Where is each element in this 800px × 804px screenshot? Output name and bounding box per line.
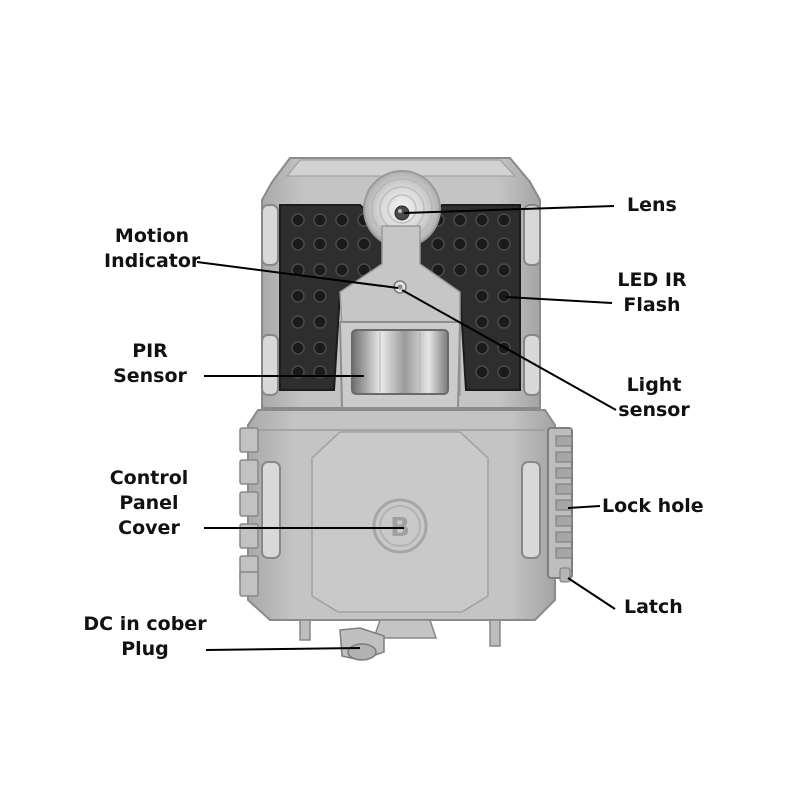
leader-lines	[196, 205, 617, 651]
led-icon	[313, 213, 327, 227]
led-icon	[291, 237, 305, 251]
callout-led-ir-flash-line-1: LED IR	[617, 269, 687, 291]
leader-line-lock-hole	[567, 505, 601, 509]
led-icon	[475, 315, 489, 329]
dc-in-cover-plug	[339, 627, 385, 661]
led-icon	[357, 237, 371, 251]
callout-pir-sensor: PIR Sensor	[108, 339, 192, 389]
callout-control-panel-cover-line-3: Cover	[118, 517, 180, 539]
leader-line-lens	[403, 205, 615, 214]
led-icon	[335, 237, 349, 251]
led-icon	[431, 237, 445, 251]
led-icon	[313, 341, 327, 355]
lower-grip-slots	[261, 461, 541, 559]
led-icon	[497, 315, 511, 329]
callout-dc-in-cover-plug-line-2: Plug	[121, 638, 169, 660]
led-icon	[453, 213, 467, 227]
callout-light-sensor-line-1: Light	[626, 374, 682, 396]
callout-latch-line-1: Latch	[624, 596, 683, 618]
callout-lock-hole: Lock hole	[602, 494, 704, 519]
callout-latch: Latch	[624, 595, 683, 620]
control-panel-cover	[247, 409, 556, 621]
led-icon	[335, 263, 349, 277]
left-strap-guides	[239, 427, 259, 597]
led-icon	[291, 289, 305, 303]
led-icon	[475, 213, 489, 227]
callout-control-panel-cover-line-1: Control	[109, 467, 189, 489]
callout-motion-indicator-line-1: Motion	[114, 225, 190, 247]
led-icon	[335, 213, 349, 227]
led-icon	[497, 213, 511, 227]
leader-line-light-sensor	[401, 289, 617, 411]
callout-dc-in-cover-plug: DC in cober Plug	[78, 612, 212, 662]
base-feet	[299, 619, 501, 647]
callout-lock-hole-line-1: Lock hole	[602, 495, 704, 517]
callout-motion-indicator-line-2: Indicator	[104, 250, 201, 272]
led-icon	[313, 237, 327, 251]
callout-light-sensor: Light sensor	[612, 373, 696, 423]
leader-line-motion-indicator	[196, 261, 399, 289]
led-icon	[497, 237, 511, 251]
callout-led-ir-flash-line-2: Flash	[623, 294, 681, 316]
led-icon	[497, 289, 511, 303]
callout-light-sensor-line-2: sensor	[618, 399, 690, 421]
upper-grip-slots	[261, 204, 541, 396]
led-icon	[291, 315, 305, 329]
pir-sensor	[338, 321, 462, 409]
callout-control-panel-cover-line-2: Panel	[119, 492, 179, 514]
led-icon	[497, 263, 511, 277]
led-icon	[453, 237, 467, 251]
led-icon	[453, 263, 467, 277]
led-array-left	[291, 213, 371, 379]
callout-lens-line-1: Lens	[627, 194, 677, 216]
led-icon	[475, 289, 489, 303]
led-icon	[291, 341, 305, 355]
callout-control-panel-cover: Control Panel Cover	[102, 466, 196, 541]
callout-motion-indicator: Motion Indicator	[104, 224, 200, 274]
led-icon	[475, 263, 489, 277]
leader-line-dc-in-cover-plug	[205, 647, 361, 651]
led-icon	[475, 365, 489, 379]
led-icon	[475, 237, 489, 251]
callout-dc-in-cover-plug-line-1: DC in cober	[83, 613, 207, 635]
led-icon	[291, 213, 305, 227]
led-icon	[313, 289, 327, 303]
callout-lens: Lens	[627, 193, 677, 218]
callout-led-ir-flash: LED IR Flash	[612, 268, 692, 318]
led-icon	[313, 315, 327, 329]
latch-lock-assembly	[547, 427, 573, 583]
callout-pir-sensor-line-1: PIR	[132, 340, 168, 362]
led-icon	[313, 263, 327, 277]
leader-line-latch	[567, 577, 616, 610]
leader-line-led-ir-flash	[505, 296, 613, 304]
callout-pir-sensor-line-2: Sensor	[113, 365, 187, 387]
led-icon	[475, 341, 489, 355]
led-icon	[497, 365, 511, 379]
